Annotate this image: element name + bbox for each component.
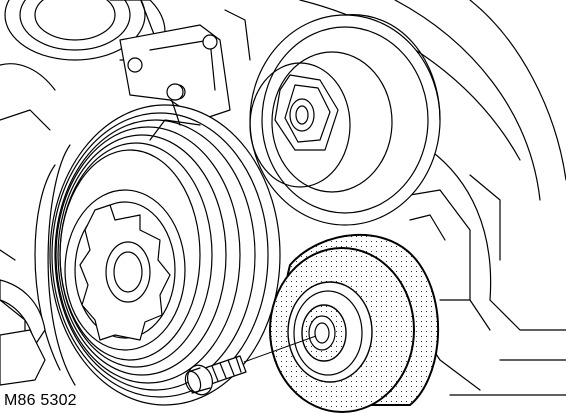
figure-reference-code: M86 5302 <box>4 392 77 409</box>
idler-pulley-icon <box>269 234 440 413</box>
coolant-hose <box>0 279 46 386</box>
tensioner-pulley <box>249 14 446 241</box>
mounting-bracket <box>119 9 251 121</box>
bolt-icon <box>184 335 317 396</box>
crankshaft-pulley <box>34 83 281 406</box>
